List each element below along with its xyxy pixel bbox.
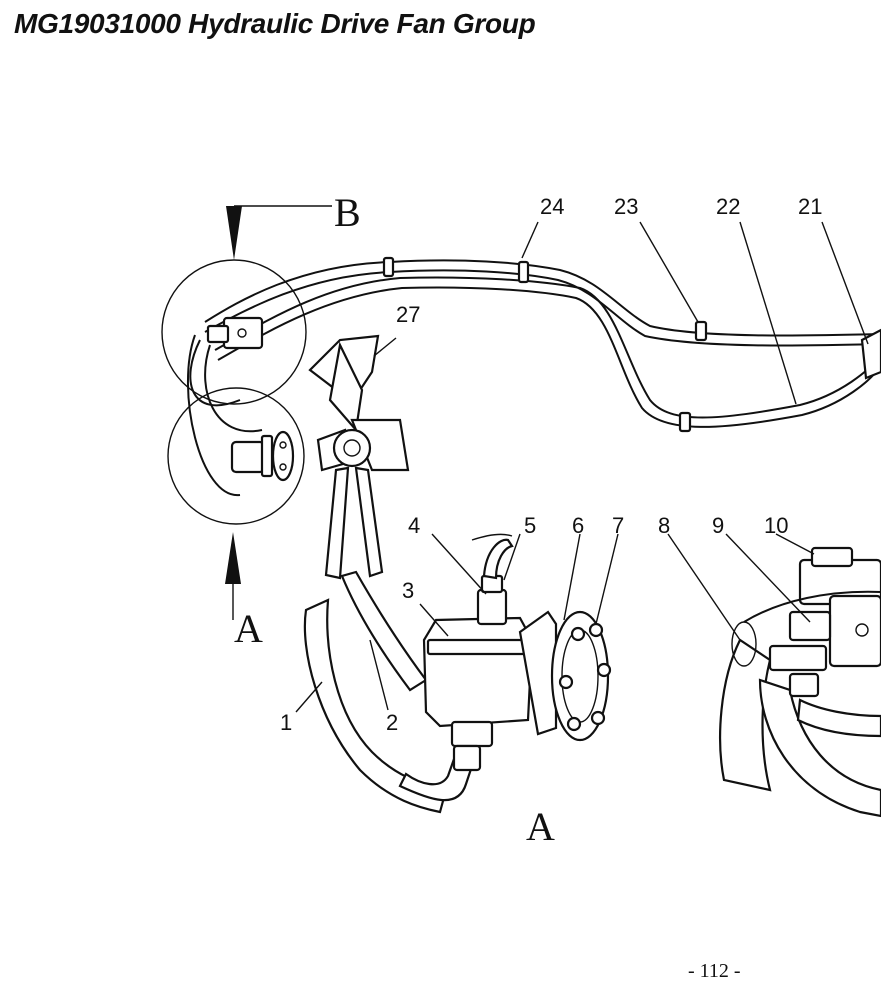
leader-lines: [295, 221, 869, 713]
view-label-b: B: [334, 190, 361, 235]
hose-bundle: [187, 256, 881, 497]
callout-1: 1: [280, 710, 292, 735]
callout-2: 2: [386, 710, 398, 735]
callout-3: 3: [402, 578, 414, 603]
callout-7: 7: [612, 513, 624, 538]
view-arrow-b: [226, 205, 332, 260]
view-arrow-a: [225, 532, 241, 620]
callout-27: 27: [396, 302, 420, 327]
valve-block-detail: [719, 546, 881, 818]
callout-23: 23: [614, 194, 638, 219]
view-label-a-arrow: A: [234, 606, 263, 651]
callout-5: 5: [524, 513, 536, 538]
page-number: - 112 -: [688, 960, 741, 982]
fan-assembly: [308, 334, 410, 580]
fan-motor-detail: [303, 533, 612, 814]
callout-6: 6: [572, 513, 584, 538]
callout-10: 10: [764, 513, 788, 538]
callout-9: 9: [712, 513, 724, 538]
callout-21: 21: [798, 194, 822, 219]
view-label-a-detail: A: [526, 804, 555, 849]
detail-circle-a: [167, 387, 305, 525]
callout-24: 24: [540, 194, 564, 219]
callout-4: 4: [408, 513, 420, 538]
page-title: MG19031000 Hydraulic Drive Fan Group: [14, 8, 536, 39]
callout-8: 8: [658, 513, 670, 538]
callout-22: 22: [716, 194, 740, 219]
